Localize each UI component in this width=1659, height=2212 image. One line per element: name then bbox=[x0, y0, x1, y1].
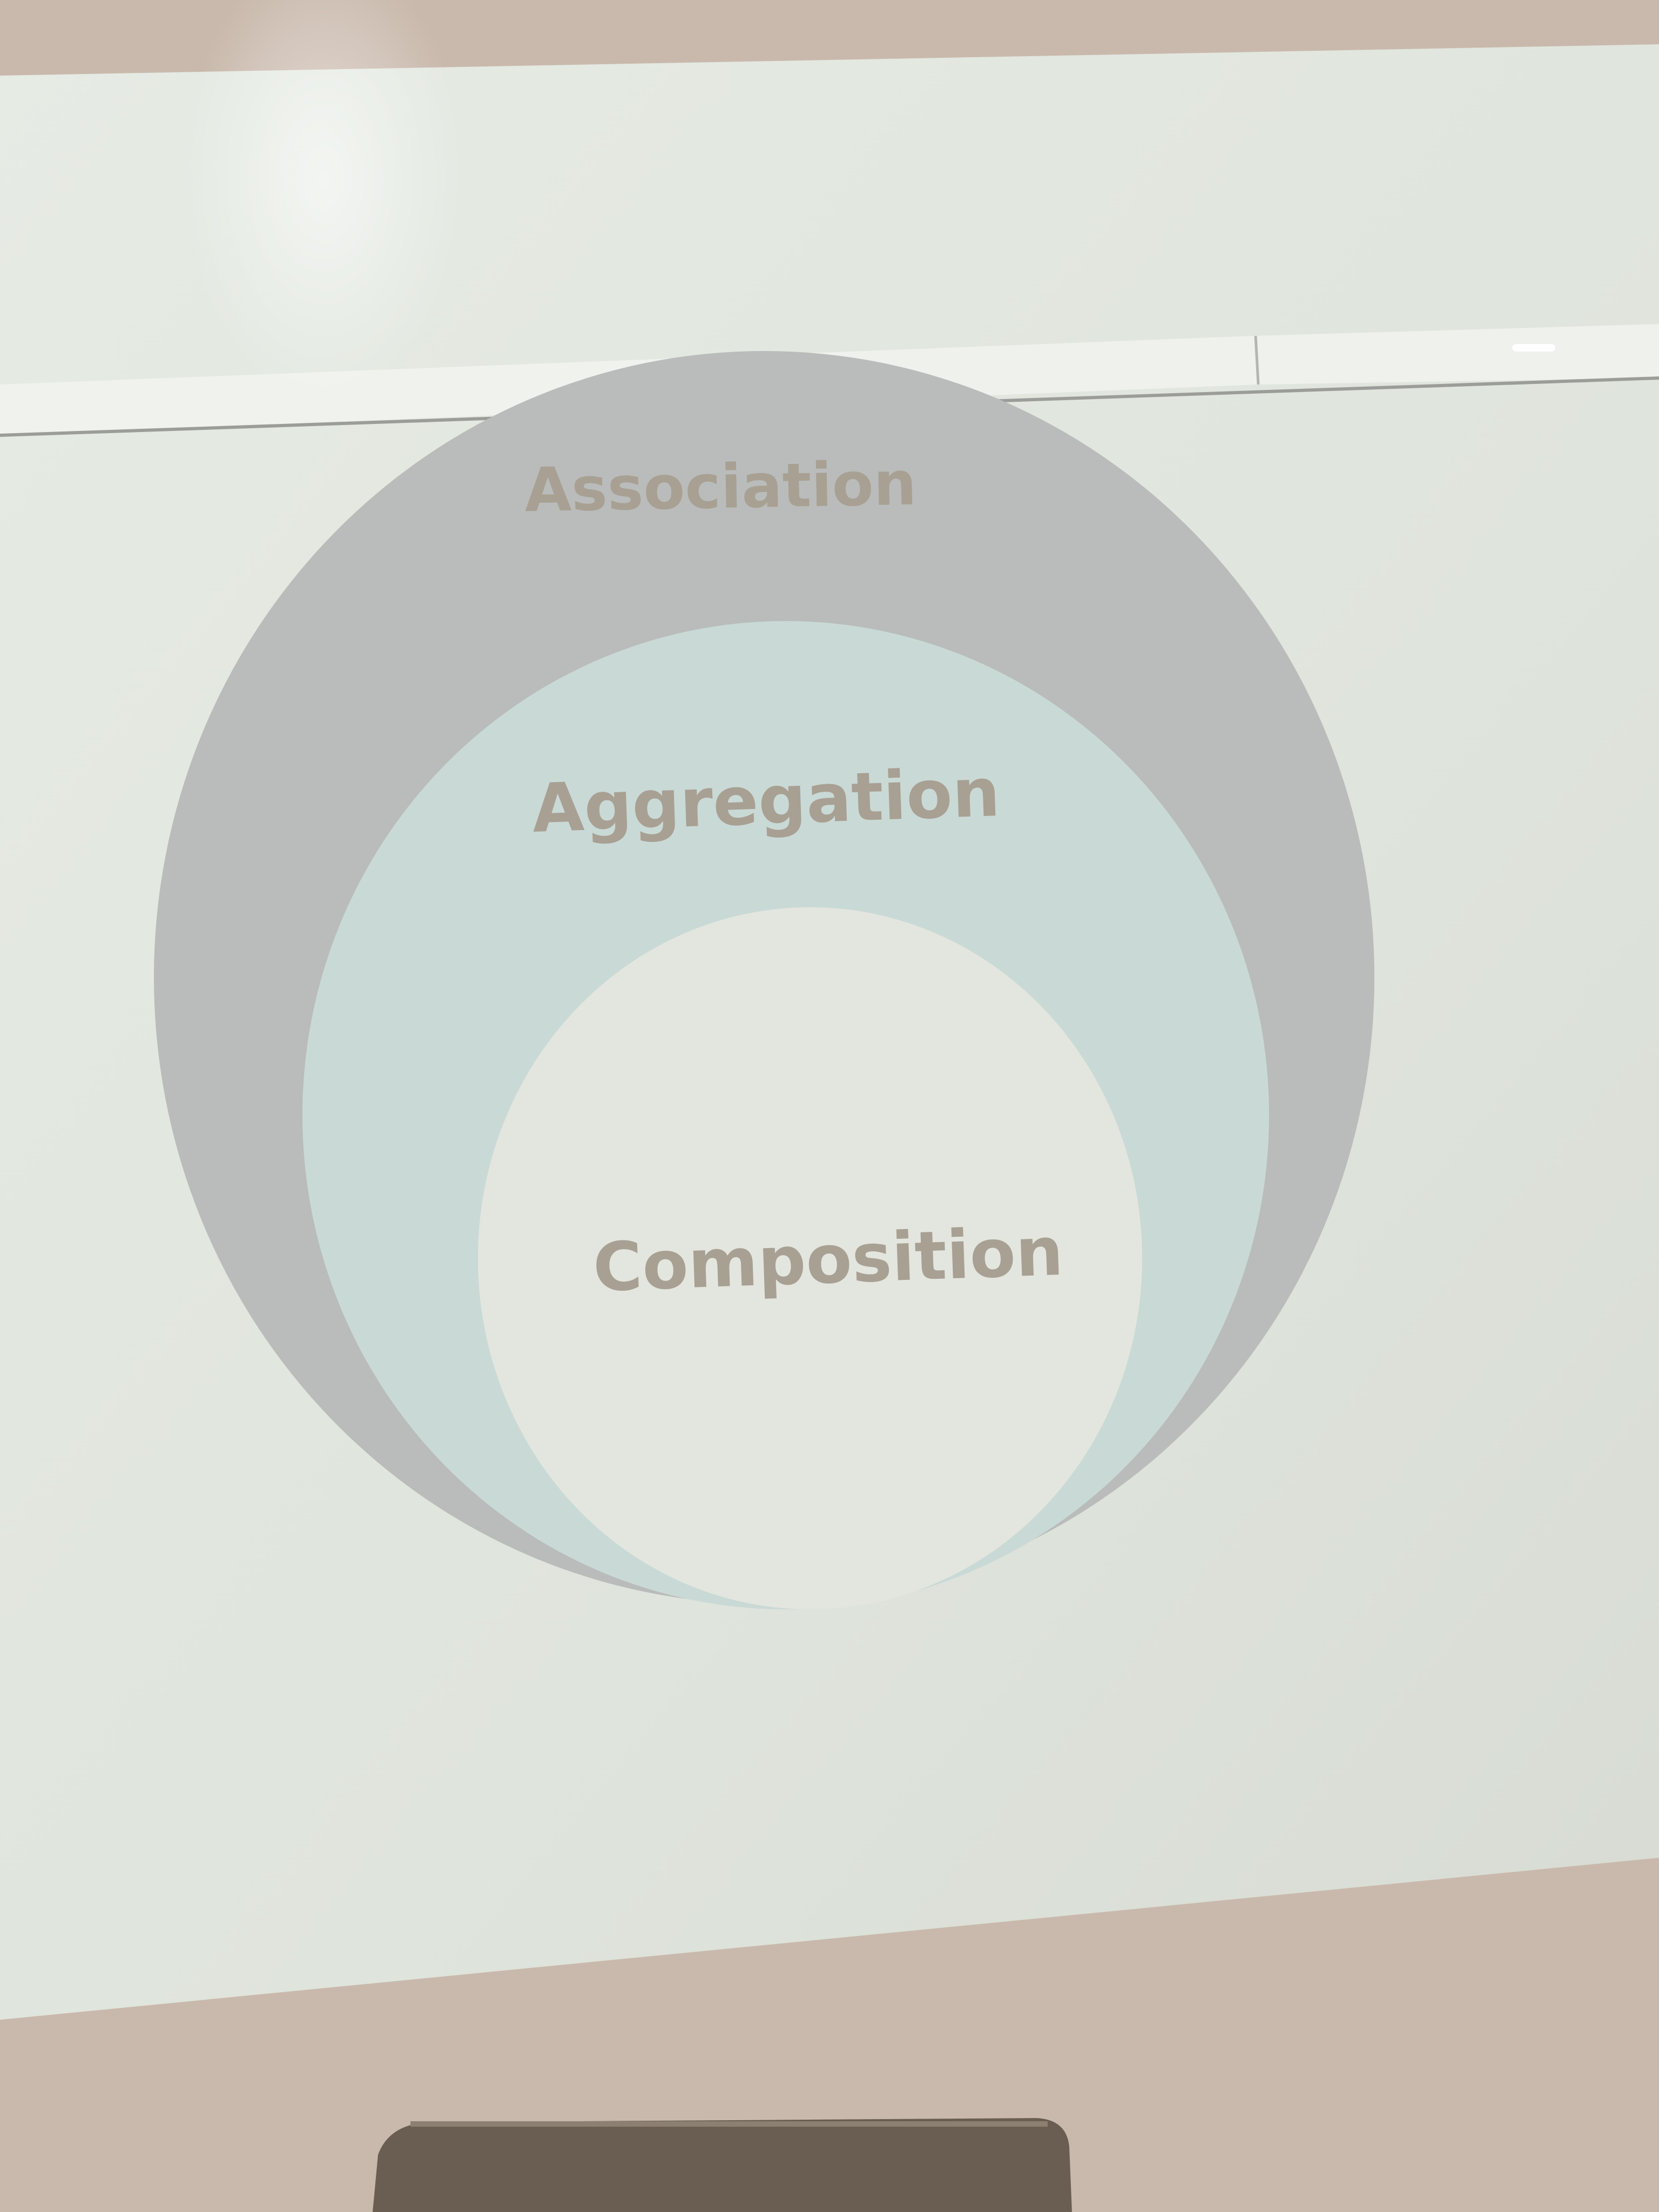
laptop-lid bbox=[373, 2118, 1072, 2212]
composition-label: Composition bbox=[592, 1213, 1064, 1307]
rail-joint-line bbox=[1254, 335, 1260, 385]
light-glare bbox=[184, 0, 464, 405]
association-label: Association bbox=[524, 449, 917, 526]
laptop-lid-edge bbox=[410, 2121, 1048, 2127]
aggregation-label: Aggregation bbox=[531, 754, 1001, 848]
rail-light-marker bbox=[1512, 344, 1555, 352]
composition-circle bbox=[478, 907, 1142, 1609]
